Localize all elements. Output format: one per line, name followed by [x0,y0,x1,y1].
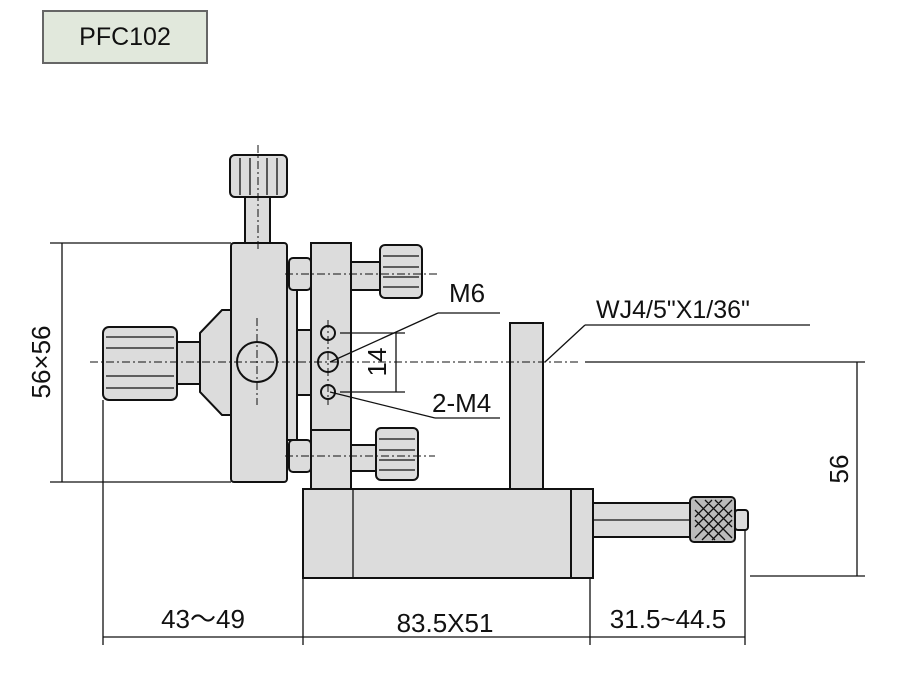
dim-left-label: 43～49 [161,604,245,634]
m4-label: 2-M4 [432,388,491,418]
micrometer-thread-label: WJ4/5"X1/36" [596,296,750,324]
dim-center-label: 83.5X51 [397,608,494,638]
center-lines [90,145,580,457]
height-label: 56 [824,455,854,484]
dimensions [50,242,865,645]
left-adjust-knob [102,309,232,416]
linear-stage [302,322,594,579]
mount-size-label: 56×56 [26,325,56,398]
micrometer [592,496,749,543]
model-label: PFC102 [42,10,208,64]
hole-spacing-label: 14 [362,348,392,377]
m6-label: M6 [449,278,485,308]
dim-right-label: 31.5~44.5 [610,604,726,634]
